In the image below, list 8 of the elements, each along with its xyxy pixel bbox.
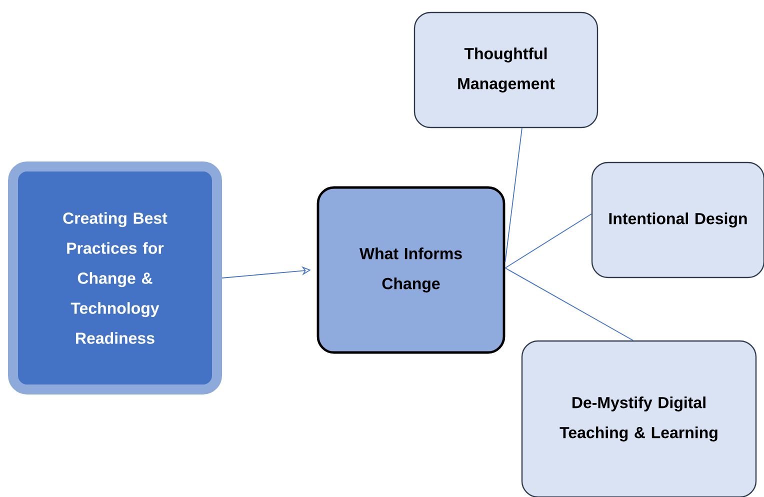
title-box: Creating Best Practices for Change & Technology Readiness	[8, 162, 222, 394]
topic-box: De-Mystify Digital Teaching & Learning	[521, 340, 757, 497]
topic-box: Intentional Design	[591, 162, 764, 278]
topic-box: Thoughtful Management	[414, 12, 598, 128]
connector	[504, 268, 634, 341]
hub-box: What Informs Change	[316, 186, 506, 354]
connector	[504, 214, 592, 268]
connector	[504, 128, 522, 262]
